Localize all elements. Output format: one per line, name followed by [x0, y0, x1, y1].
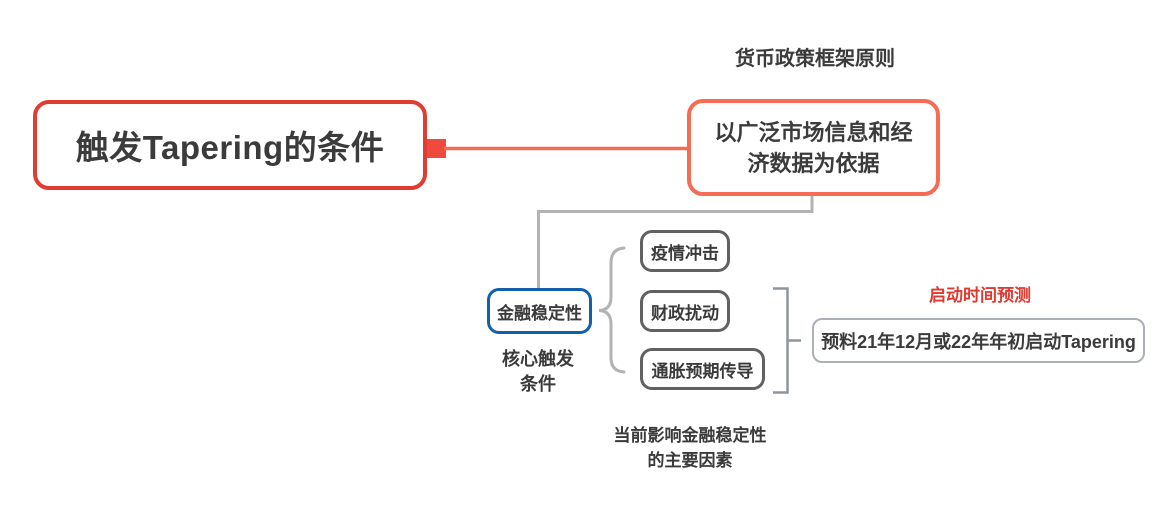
factor-node-pandemic[interactable]: 疫情冲击 [640, 230, 730, 272]
principle-node-label: 以广泛市场信息和经 济数据为依据 [714, 119, 913, 176]
branch-square-connector [426, 139, 446, 158]
factors-caption: 当前影响金融稳定性 的主要因素 [613, 426, 767, 470]
prediction-title-label: 启动时间预测 [929, 286, 1031, 305]
root-topic-label: 触发Tapering的条件 [75, 129, 385, 166]
bracket-connector [773, 287, 801, 394]
root-topic-node[interactable]: 触发Tapering的条件 [33, 100, 427, 190]
principle-node[interactable]: 以广泛市场信息和经 济数据为依据 [687, 99, 940, 196]
prediction-node-label: 预料21年12月或22年年初启动Tapering [821, 331, 1136, 352]
stability-node[interactable]: 金融稳定性 [487, 288, 592, 334]
factor-label: 财政扰动 [651, 303, 719, 323]
principle-title-label: 货币政策框架原则 [735, 48, 895, 70]
factor-node-fiscal[interactable]: 财政扰动 [640, 290, 730, 332]
factor-label: 通胀预期传导 [651, 361, 754, 381]
factor-label: 疫情冲击 [651, 243, 719, 263]
stability-node-label: 金融稳定性 [497, 303, 582, 323]
prediction-node[interactable]: 预料21年12月或22年年初启动Tapering [812, 318, 1145, 363]
factor-node-inflation[interactable]: 通胀预期传导 [640, 348, 765, 390]
stability-caption: 核心触发 条件 [502, 349, 574, 394]
